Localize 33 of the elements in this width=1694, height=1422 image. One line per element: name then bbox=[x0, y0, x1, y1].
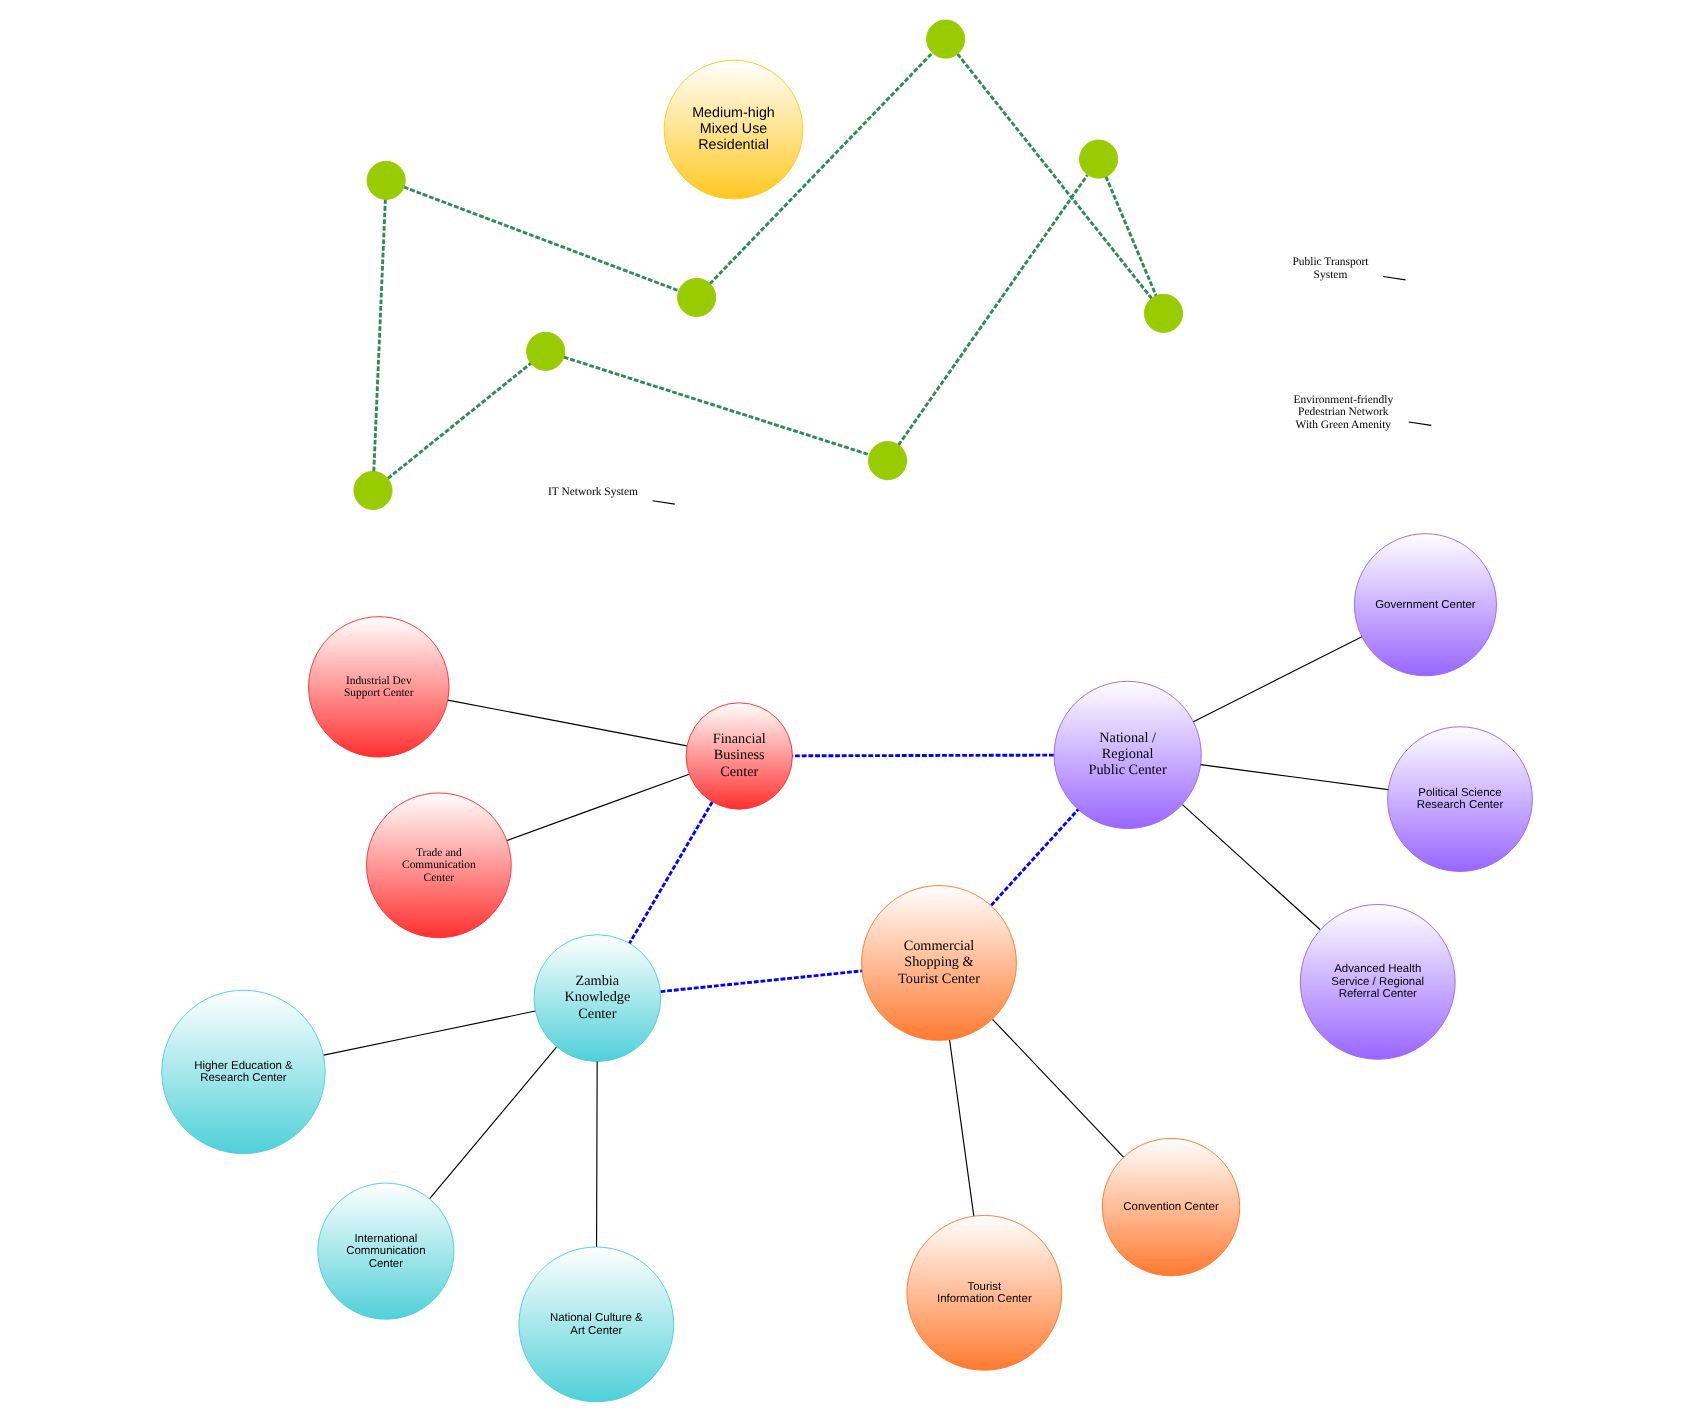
connector bbox=[990, 808, 1080, 907]
connector bbox=[429, 1046, 558, 1200]
connector bbox=[387, 362, 532, 480]
node-circle bbox=[677, 277, 717, 318]
node-circle bbox=[1144, 293, 1184, 333]
connector bbox=[949, 1039, 975, 1217]
connector bbox=[403, 185, 680, 292]
connector bbox=[447, 699, 688, 747]
connector bbox=[709, 52, 934, 285]
connector bbox=[660, 969, 862, 993]
connector bbox=[897, 174, 1089, 446]
connector bbox=[956, 53, 1153, 300]
connector bbox=[651, 500, 676, 505]
node-circle bbox=[353, 470, 393, 511]
connector bbox=[792, 753, 1054, 758]
connector bbox=[1192, 636, 1363, 723]
connector bbox=[991, 1018, 1125, 1158]
connector bbox=[1408, 421, 1432, 426]
node-circle bbox=[926, 19, 966, 59]
connector bbox=[1200, 764, 1389, 791]
connector bbox=[628, 801, 714, 944]
connector bbox=[563, 355, 870, 457]
connector bbox=[1382, 275, 1407, 281]
node-circle bbox=[868, 441, 908, 481]
connector bbox=[323, 1010, 536, 1056]
connector bbox=[372, 199, 387, 472]
node-circle bbox=[366, 160, 406, 200]
node-circle bbox=[1079, 139, 1119, 179]
connector bbox=[596, 1061, 598, 1248]
connector bbox=[1181, 804, 1321, 931]
connector bbox=[1104, 176, 1158, 297]
connector bbox=[506, 773, 690, 842]
node-circle bbox=[526, 331, 566, 371]
